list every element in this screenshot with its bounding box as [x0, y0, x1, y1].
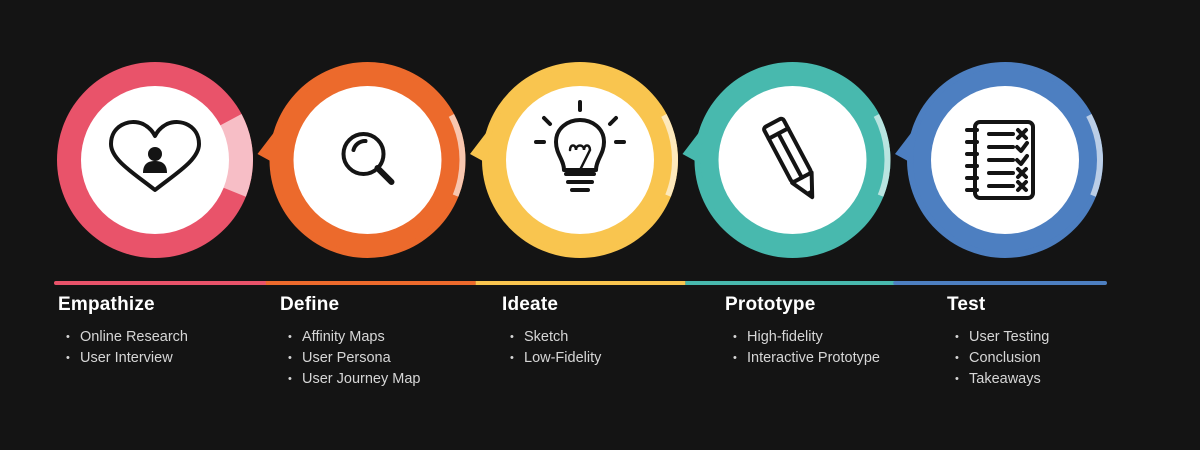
list-item: • High-fidelity	[725, 327, 880, 348]
list-item-text: User Testing	[969, 329, 1050, 345]
list-item: • Affinity Maps	[280, 327, 420, 348]
list-item: • Sketch	[502, 327, 601, 348]
bullet-icon: •	[288, 331, 292, 343]
list-item: • Low-Fidelity	[502, 348, 601, 369]
magnifier-icon	[341, 132, 395, 185]
stage-list-define: • Affinity Maps • User Persona • User Journ…	[280, 327, 420, 390]
list-item: • User Testing	[947, 327, 1049, 348]
bullet-icon: •	[955, 352, 959, 364]
bullet-icon: •	[288, 352, 292, 364]
list-item: • Interactive Prototype	[725, 348, 880, 369]
stage-title-define: Define	[280, 294, 340, 315]
bullet-icon: •	[66, 331, 70, 343]
bullet-icon: •	[510, 352, 514, 364]
list-item: • User Persona	[280, 348, 420, 369]
list-item: • Online Research	[58, 327, 188, 348]
bullet-icon: •	[288, 373, 292, 385]
list-item-text: User Persona	[302, 350, 391, 366]
list-item-text: Conclusion	[969, 350, 1041, 366]
stage-title-test: Test	[947, 294, 986, 315]
ring-inner-circle	[506, 86, 654, 234]
list-item-text: Affinity Maps	[302, 329, 385, 345]
lightbulb-icon	[534, 100, 626, 192]
list-item-text: Interactive Prototype	[747, 350, 880, 366]
pencil-icon	[762, 116, 815, 200]
stage-list-ideate: • Sketch • Low-Fidelity	[502, 327, 601, 369]
list-item-text: Takeaways	[969, 371, 1041, 387]
stage-title-empathize: Empathize	[58, 294, 155, 315]
list-item: • Conclusion	[947, 348, 1049, 369]
list-item-text: User Interview	[80, 350, 173, 366]
list-item-text: High-fidelity	[747, 329, 823, 345]
list-item: • Takeaways	[947, 369, 1049, 390]
list-item-text: Online Research	[80, 329, 188, 345]
stage-list-prototype: • High-fidelity • Interactive Prototype	[725, 327, 880, 369]
bullet-icon: •	[955, 331, 959, 343]
bullet-icon: •	[510, 331, 514, 343]
stage-title-prototype: Prototype	[725, 294, 816, 315]
list-item: • User Journey Map	[280, 369, 420, 390]
list-item-text: Sketch	[524, 329, 569, 345]
list-item: • User Interview	[58, 348, 188, 369]
stage-list-test: • User Testing • Conclusion • Takeaways	[947, 327, 1049, 390]
bullet-icon: •	[733, 331, 737, 343]
heart-user-icon	[109, 120, 201, 192]
ring-inner-circle	[293, 86, 442, 234]
bullet-icon: •	[955, 373, 959, 385]
list-item-text: Low-Fidelity	[524, 350, 602, 366]
list-item-text: User Journey Map	[302, 371, 421, 387]
bullet-icon: •	[66, 352, 70, 364]
checklist-icon	[965, 120, 1035, 200]
stage-list-empathize: • Online Research • User Interview	[58, 327, 188, 369]
bullet-icon: •	[733, 352, 737, 364]
stage-title-ideate: Ideate	[502, 294, 559, 315]
